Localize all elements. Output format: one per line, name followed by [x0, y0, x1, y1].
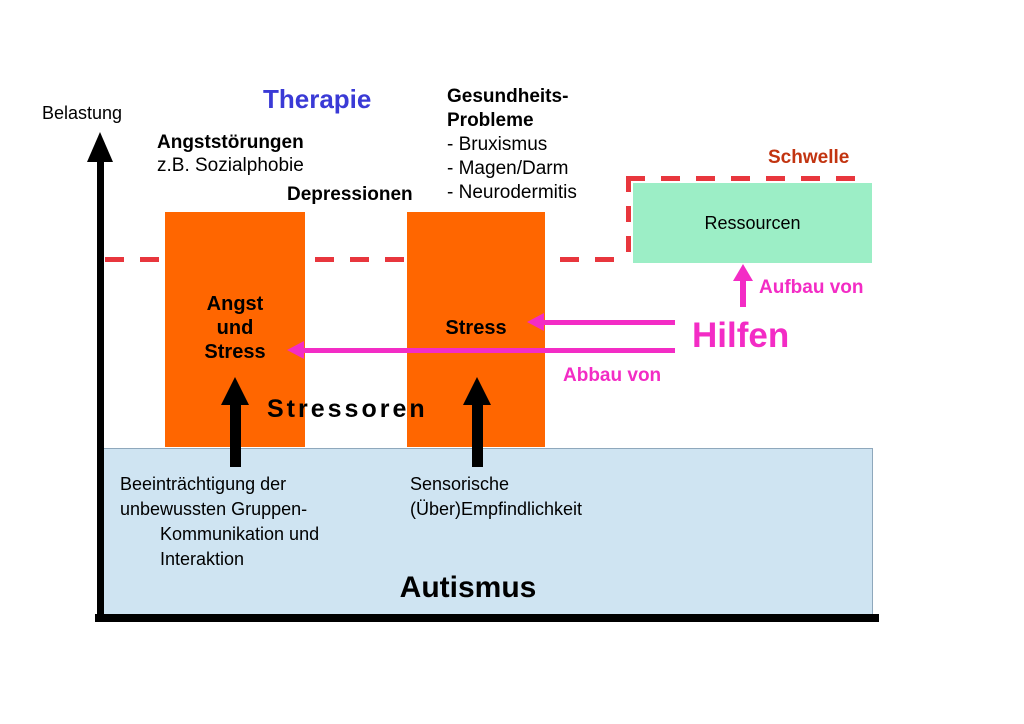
threshold-dashed-line-raised-left [626, 176, 631, 262]
stressor-arrow-right [472, 403, 483, 467]
threshold-dashed-line [105, 257, 628, 262]
bar-angst-line: Angst [206, 293, 264, 315]
bar-angst-line: Stress [204, 341, 266, 363]
stressor-arrow-left [230, 403, 241, 467]
impairment-line: unbewussten Gruppen- [120, 499, 308, 519]
autism-title: Autismus [399, 571, 537, 604]
depression-label: Depressionen [287, 184, 413, 205]
bar-angst-label: Angst und Stress [165, 292, 305, 364]
threshold-label: Schwelle [768, 147, 850, 168]
resources-box: Ressourcen [633, 183, 872, 263]
impairment-line: Kommunikation und [160, 524, 320, 544]
health-problem-item: - Bruxismus [447, 134, 548, 155]
y-axis-line [97, 158, 104, 618]
stressors-label: Stressoren [267, 395, 428, 423]
impairment-text: Beeinträchtigung der unbewussten Gruppen… [120, 472, 319, 572]
health-problems-title: Gesundheits- [447, 86, 569, 107]
therapie-title: Therapie [263, 84, 372, 114]
health-problem-item: - Magen/Darm [447, 158, 569, 179]
y-axis-label: Belastung [42, 103, 123, 123]
sensory-line: (Über)Empfindlichkeit [410, 499, 583, 519]
left-arrow-icon [527, 313, 544, 331]
health-problems-title: Probleme [447, 110, 534, 131]
impairment-line: Beeinträchtigung der [120, 474, 287, 494]
left-arrow-icon [287, 341, 304, 359]
up-arrow-icon [463, 377, 491, 405]
bar-angst-line: und [216, 317, 254, 339]
resources-label: Ressourcen [704, 212, 801, 233]
aufbau-arrow-shaft [740, 280, 746, 307]
aufbau-label: Aufbau von [759, 277, 864, 298]
threshold-dashed-line-raised-top [626, 176, 856, 181]
bar-angst-und-stress: Angst und Stress [165, 212, 305, 447]
health-problem-item: - Neurodermitis [447, 182, 577, 203]
bar-stress-label: Stress [445, 317, 507, 339]
anxiety-disorders-title: Angststörungen [157, 132, 304, 153]
hilfen-title: Hilfen [692, 316, 790, 355]
abbau-label: Abbau von [563, 365, 662, 386]
abbau-arrow-to-stress [543, 320, 675, 325]
health-problems-block: Gesundheits- Probleme - Bruxismus - Mage… [447, 85, 577, 205]
sensory-line: Sensorische [410, 474, 510, 494]
up-arrow-icon [221, 377, 249, 405]
impairment-line: Interaktion [160, 549, 245, 569]
autism-box [103, 448, 873, 615]
sensory-text: Sensorische (Über)Empfindlichkeit [410, 472, 582, 522]
up-arrow-icon [87, 132, 113, 162]
anxiety-disorders-subtitle: z.B. Sozialphobie [157, 155, 304, 176]
aufbau-arrow-icon [733, 264, 753, 281]
x-axis-line [95, 614, 879, 622]
abbau-arrow-to-angst [303, 348, 675, 353]
